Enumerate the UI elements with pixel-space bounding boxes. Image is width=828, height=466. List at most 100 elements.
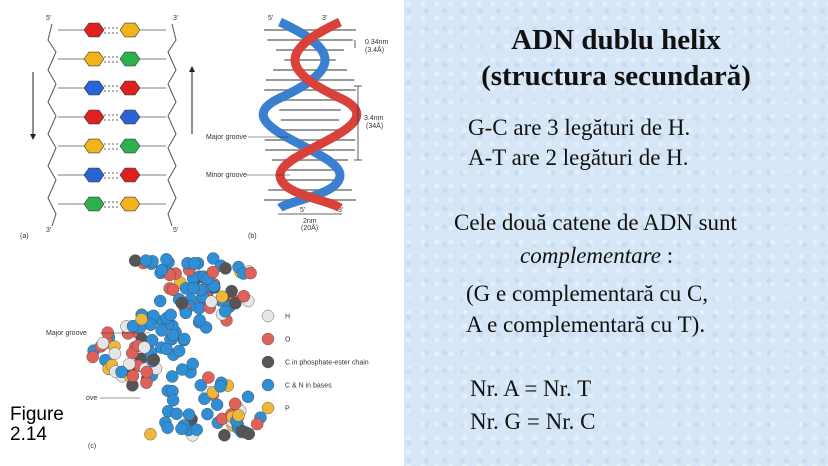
panel-b-5prime-top: 5' xyxy=(268,15,273,22)
atom-sphere xyxy=(155,263,169,277)
atom-sphere xyxy=(186,357,199,371)
panel-b-3prime-top: 3' xyxy=(322,15,327,22)
atom-sphere xyxy=(210,398,224,411)
right-base-ring xyxy=(119,167,141,183)
panel-a-5prime-top: 5' xyxy=(46,15,51,22)
atom-sphere xyxy=(193,314,206,327)
dna-figure-graphic: 5' 3' 3' 5' (a) 5' 3' 5' 3' (b) xyxy=(20,15,389,450)
panel-b-3prime-bottom: 3' xyxy=(338,207,343,214)
title-line-2: (structura secundară) xyxy=(481,60,751,92)
major-groove-label-b: Major groove xyxy=(206,134,247,141)
at-bonds-text: A-T are 2 legături de H. xyxy=(468,145,689,170)
atom-sphere xyxy=(201,407,214,421)
right-base-ring xyxy=(119,80,141,96)
panel-b-label: (b) xyxy=(248,233,257,240)
atom-sphere xyxy=(178,332,191,346)
left-base-ring xyxy=(83,51,105,67)
atom-sphere xyxy=(147,353,161,366)
legend-label: H xyxy=(285,314,290,321)
atom-sphere xyxy=(206,252,220,265)
atom-sphere xyxy=(172,344,186,358)
atom-sphere xyxy=(160,342,173,356)
atom-sphere xyxy=(251,417,264,431)
atom-sphere xyxy=(139,254,153,267)
title-line-1: ADN dublu helix xyxy=(511,24,721,56)
left-base-ring xyxy=(83,22,105,38)
atom-sphere xyxy=(144,428,157,441)
base-pair-row xyxy=(58,196,166,212)
legend-label: P xyxy=(285,406,290,413)
atom-sphere xyxy=(242,427,256,441)
atom-sphere xyxy=(175,296,188,310)
base-pair-row xyxy=(58,167,166,183)
atom-sphere xyxy=(232,409,245,422)
base-pair-row xyxy=(58,109,166,125)
equality-g-c: Nr. G = Nr. C xyxy=(470,409,596,434)
atom-spheres xyxy=(86,252,267,442)
rise-angstrom: (3.4Å) xyxy=(365,45,384,54)
atom-sphere xyxy=(214,380,227,393)
base-pair-rows xyxy=(58,22,166,212)
right-backbone xyxy=(167,23,177,227)
panel-b-helix: 5' 3' 5' 3' (b) 0.34nm (3.4Å) 3.4nm (34Å… xyxy=(206,15,389,240)
panel-c-label: (c) xyxy=(88,443,96,450)
panel-c-space-filling: Major groove ove (c) HOC in phosphate-es… xyxy=(46,252,369,450)
base-pair-row xyxy=(58,138,166,154)
legend-label: C & N in bases xyxy=(285,383,332,390)
figure-number: Figure 2.14 xyxy=(10,405,64,445)
atom-sphere xyxy=(135,313,148,326)
atom-sphere xyxy=(86,350,99,364)
panel-a-label: (a) xyxy=(20,233,29,240)
panel-a-3prime-bottom: 3' xyxy=(46,227,51,234)
panel-a-5prime-bottom: 5' xyxy=(173,227,178,234)
atom-sphere xyxy=(215,290,229,303)
atom-sphere xyxy=(126,319,140,333)
minor-groove-fragment-c: ove xyxy=(86,395,97,402)
atom-sphere xyxy=(108,347,122,360)
atom-sphere xyxy=(138,341,151,354)
atom-sphere xyxy=(182,408,196,421)
blue-strand xyxy=(258,17,345,212)
base-pair-row xyxy=(58,80,166,96)
atom-sphere xyxy=(218,305,232,318)
slide-title: ADN dublu helix (structura secundară) xyxy=(404,22,828,94)
legend-label: O xyxy=(285,337,291,344)
complementare-italic: complementare xyxy=(520,243,661,268)
red-strand xyxy=(275,17,362,212)
atom-sphere xyxy=(225,284,238,298)
right-base-ring xyxy=(119,51,141,67)
atom-sphere xyxy=(228,397,242,410)
atom-sphere xyxy=(128,254,142,267)
atom-sphere xyxy=(161,421,174,434)
complement-line-4: A e complementară cu T). xyxy=(466,312,706,337)
equality-a-t: Nr. A = Nr. T xyxy=(470,376,592,401)
left-base-ring xyxy=(83,167,105,183)
panel-b-5prime-bottom: 5' xyxy=(300,207,305,214)
atom-sphere xyxy=(219,262,232,275)
atom-sphere xyxy=(175,422,188,435)
atom-sphere xyxy=(205,295,218,308)
atom-sphere xyxy=(190,423,203,436)
rise-label: 0.34nm xyxy=(365,39,389,46)
atom-sphere xyxy=(166,329,180,342)
legend-swatch xyxy=(261,378,275,392)
figure-word: Figure xyxy=(10,404,64,425)
atom-sphere xyxy=(175,363,189,376)
atom-sphere xyxy=(170,407,183,420)
atom-sphere xyxy=(165,370,179,383)
left-base-ring xyxy=(83,196,105,212)
pitch-angstrom: (34Å) xyxy=(366,121,383,130)
left-base-ring xyxy=(83,138,105,154)
left-base-ring xyxy=(83,109,105,125)
atom-sphere xyxy=(202,371,215,384)
atom-sphere xyxy=(237,290,251,303)
figure-id: 2.14 xyxy=(10,424,47,445)
complement-line-1: Cele două catene de ADN sunt xyxy=(454,210,737,235)
atom-sphere xyxy=(244,266,257,280)
atom-sphere xyxy=(140,376,153,389)
down-arrowhead xyxy=(30,134,36,140)
atom-sphere xyxy=(153,294,167,308)
complement-colon: : xyxy=(660,243,674,268)
minor-groove-label-b: Minor groove xyxy=(206,172,247,179)
right-base-ring xyxy=(119,109,141,125)
